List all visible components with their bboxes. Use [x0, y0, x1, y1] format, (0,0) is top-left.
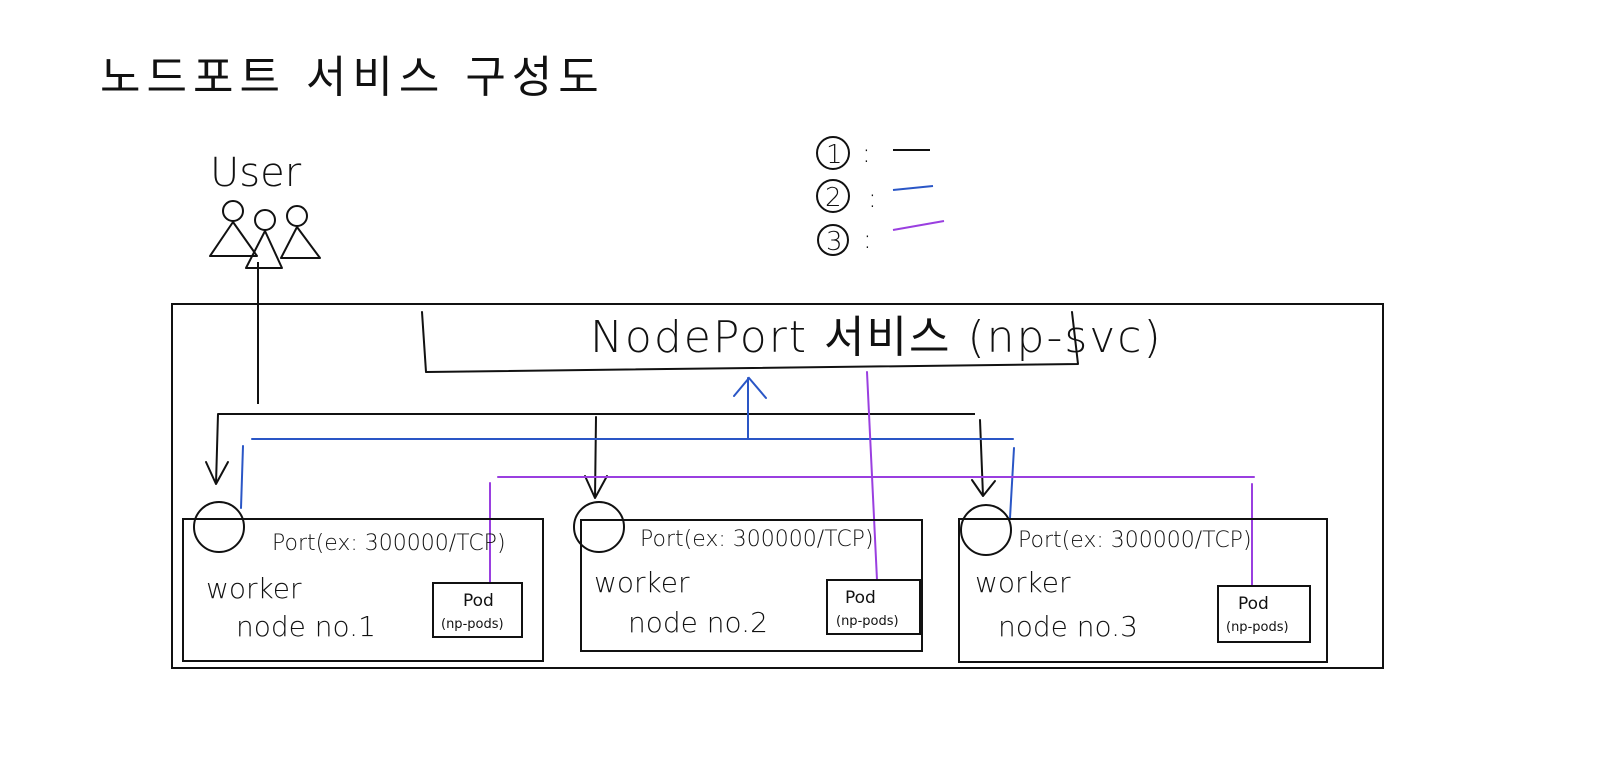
users-icon [209, 200, 321, 269]
worker-node-3: Port(ex: 300000/TCP) worker node no.3 Po… [958, 504, 1328, 663]
pod-box-1: Pod (np-pods) [432, 582, 523, 638]
port-label-3: Port(ex: 300000/TCP) [1018, 528, 1252, 553]
pod-label-1: Pod [463, 591, 494, 611]
node-label-1: node no.1 [236, 610, 376, 643]
worker-node-1: Port(ex: 300000/TCP) worker node no.1 Po… [182, 501, 544, 662]
worker-label-3: worker [975, 566, 1071, 599]
legend-num-3: 3 [826, 227, 843, 257]
pod-sub-3: (np-pods) [1226, 620, 1289, 635]
diagram-title: 노드포트 서비스 구성도 [100, 52, 605, 103]
port-label-2: Port(ex: 300000/TCP) [640, 527, 874, 552]
node-port-circle-3 [960, 504, 1012, 556]
node-port-circle-2 [573, 501, 625, 553]
port-label-1: Port(ex: 300000/TCP) [272, 531, 506, 556]
service-label: NodePort 서비스 (np-svc) [590, 312, 1163, 363]
user-label: User [210, 150, 302, 196]
node-port-circle-1 [193, 501, 245, 553]
legend-num-1: 1 [826, 140, 843, 170]
svg-text::: : [862, 139, 871, 169]
legend-line-2 [892, 185, 934, 191]
legend: 1 : 2 : 3 : [816, 136, 945, 257]
flow-1-lines [205, 262, 996, 499]
pod-sub-2: (np-pods) [836, 614, 899, 629]
pod-box-3: Pod (np-pods) [1217, 585, 1311, 643]
legend-item-3: 3 : [817, 220, 945, 257]
flow-2-lines [240, 376, 1015, 519]
flow-3-lines [489, 371, 1255, 587]
legend-line-3 [892, 220, 945, 231]
legend-item-1: 1 : [816, 136, 930, 170]
nodeport-service: NodePort 서비스 (np-svc) [421, 311, 1163, 373]
pod-box-2: Pod (np-pods) [826, 579, 921, 635]
pod-label-2: Pod [845, 588, 876, 608]
node-label-2: node no.2 [628, 606, 768, 639]
node-label-3: node no.3 [998, 610, 1138, 643]
worker-label-2: worker [594, 566, 690, 599]
cluster-box [171, 303, 1384, 669]
pod-label-3: Pod [1238, 594, 1269, 614]
worker-label-1: worker [206, 572, 302, 605]
svg-text::: : [863, 225, 872, 255]
legend-num-2: 2 [825, 183, 842, 213]
worker-node-2: Port(ex: 300000/TCP) worker node no.2 Po… [573, 501, 923, 652]
svg-text::: : [868, 184, 877, 214]
pod-sub-1: (np-pods) [441, 617, 504, 632]
legend-item-2: 2 : [816, 179, 934, 214]
